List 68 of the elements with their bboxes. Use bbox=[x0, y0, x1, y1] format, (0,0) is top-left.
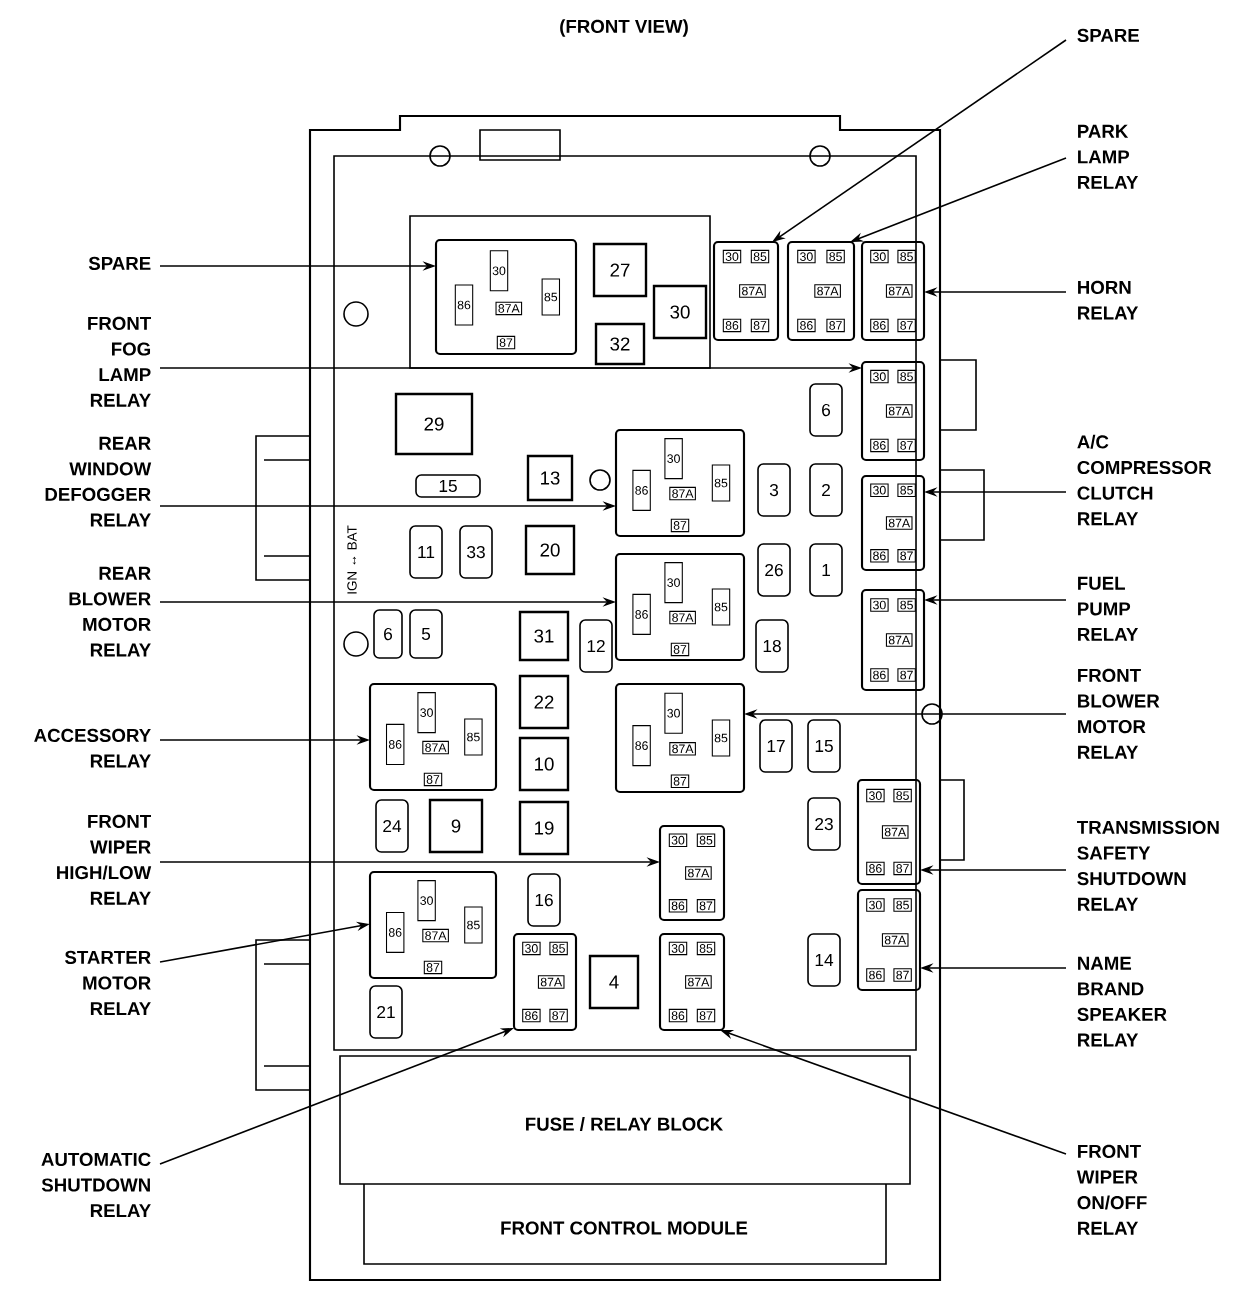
relay bbox=[434, 238, 578, 356]
relay bbox=[368, 870, 498, 980]
fuse: 20 bbox=[524, 524, 576, 576]
fuse: 23 bbox=[807, 797, 841, 851]
relay bbox=[512, 932, 578, 1032]
relay bbox=[856, 778, 922, 886]
relay bbox=[614, 428, 746, 538]
callout-label: ACCESSORY RELAY bbox=[34, 728, 151, 768]
fuse: 13 bbox=[526, 454, 574, 502]
callout-label: PARK LAMP RELAY bbox=[1078, 124, 1139, 189]
block-label: FUSE / RELAY BLOCK bbox=[526, 1117, 724, 1131]
fuse: 24 bbox=[375, 799, 409, 853]
fuse: 2 bbox=[809, 463, 843, 517]
fuse: 33 bbox=[459, 525, 493, 579]
relay bbox=[658, 824, 726, 922]
callout-label: NAME BRAND SPEAKER RELAY bbox=[1077, 956, 1167, 1047]
relay bbox=[614, 552, 746, 662]
fuse: 12 bbox=[579, 619, 613, 673]
relay bbox=[614, 682, 746, 794]
fuse: 16 bbox=[527, 873, 561, 927]
fuse: 14 bbox=[807, 933, 841, 987]
fuse: 6 bbox=[373, 609, 403, 659]
fuse: 4 bbox=[588, 954, 640, 1010]
callout-label: FRONT BLOWER MOTOR RELAY bbox=[1078, 668, 1160, 759]
callout-label: REAR BLOWER MOTOR RELAY bbox=[69, 566, 151, 657]
callout-label: A/C COMPRESSOR CLUTCH RELAY bbox=[1077, 434, 1212, 526]
callout-label: STARTER MOTOR RELAY bbox=[65, 950, 151, 1016]
relay bbox=[368, 682, 498, 792]
fuse: 9 bbox=[428, 798, 484, 854]
view-title: (FRONT VIEW) bbox=[560, 19, 688, 37]
block-label: FRONT CONTROL MODULE bbox=[501, 1221, 748, 1235]
fuse: 30 bbox=[652, 284, 708, 340]
fuse: 22 bbox=[518, 674, 570, 730]
callout-label: AUTOMATIC SHUTDOWN RELAY bbox=[41, 1152, 151, 1218]
fuse: 27 bbox=[592, 242, 648, 298]
callout-label: HORN RELAY bbox=[1078, 280, 1139, 320]
callout-label: REAR WINDOW DEFOGGER RELAY bbox=[45, 436, 152, 527]
callout-label: FRONT FOG LAMP RELAY bbox=[88, 316, 151, 407]
callout-label: SPARE bbox=[88, 256, 151, 270]
relay bbox=[658, 932, 726, 1032]
fuse: 21 bbox=[369, 985, 403, 1039]
fuse: 26 bbox=[757, 543, 791, 597]
fuse: 32 bbox=[594, 322, 646, 366]
fuse: 31 bbox=[518, 610, 570, 662]
callout-label: SPARE bbox=[1077, 28, 1139, 42]
callout-label: FRONT WIPER HIGH/LOW RELAY bbox=[57, 814, 152, 905]
callout-label: TRANSMISSION SAFETY SHUTDOWN RELAY bbox=[1077, 820, 1219, 911]
fuse: 17 bbox=[759, 719, 793, 773]
callout-label: FRONT WIPER ON/OFF RELAY bbox=[1076, 1144, 1147, 1235]
fuse: 1 bbox=[809, 543, 843, 597]
fuse: 5 bbox=[409, 609, 443, 659]
relay bbox=[860, 474, 926, 572]
fuse: 3 bbox=[757, 463, 791, 517]
relay bbox=[860, 360, 926, 462]
fuse: 19 bbox=[518, 800, 570, 856]
fuse: 18 bbox=[755, 619, 789, 673]
fuse: 11 bbox=[409, 525, 443, 579]
relay bbox=[786, 240, 856, 342]
callout-label: FUEL PUMP RELAY bbox=[1078, 576, 1139, 641]
fuse: 6 bbox=[809, 383, 843, 437]
fuse: 10 bbox=[518, 736, 570, 792]
relay bbox=[860, 240, 926, 342]
relay bbox=[856, 888, 922, 992]
fuse: 15 bbox=[807, 719, 841, 773]
relay bbox=[712, 240, 780, 342]
fuse: 29 bbox=[394, 392, 474, 456]
fuse: 15 bbox=[415, 474, 481, 498]
relay bbox=[860, 588, 926, 692]
